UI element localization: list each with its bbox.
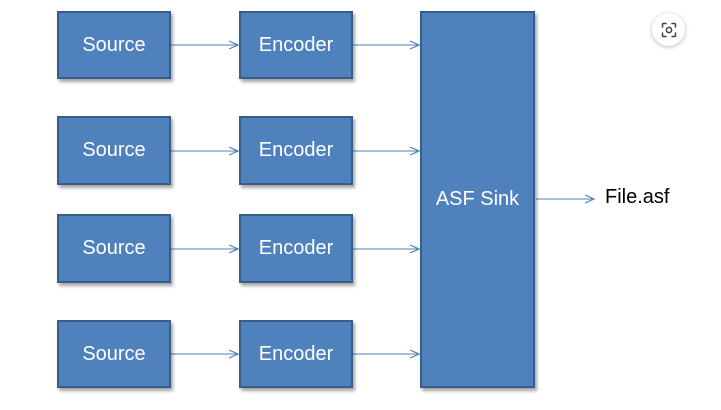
encoder-label: Encoder	[258, 33, 334, 56]
source-box-1: Source	[57, 11, 171, 79]
source-label: Source	[82, 237, 146, 259]
lens-icon	[661, 22, 677, 38]
encoder-box-3: Encoder	[239, 214, 353, 283]
asf-sink-box: ASF Sink	[420, 11, 535, 388]
source-label: Source	[82, 139, 146, 161]
encoder-label: Encoder	[258, 139, 334, 161]
source-label: Source	[82, 342, 146, 365]
source-box-3: Source	[57, 214, 171, 283]
output-file-label: File.asf	[605, 186, 670, 208]
asf-sink-label: ASF Sink	[435, 188, 520, 210]
encoder-box-2: Encoder	[239, 116, 353, 185]
source-box-2: Source	[57, 116, 171, 185]
encoder-label: Encoder	[258, 237, 334, 259]
source-label: Source	[82, 33, 146, 56]
visual-search-button[interactable]	[652, 13, 685, 46]
source-box-4: Source	[57, 320, 171, 388]
encoder-label: Encoder	[258, 342, 334, 365]
encoder-box-4: Encoder	[239, 320, 353, 388]
encoder-box-1: Encoder	[239, 11, 353, 79]
